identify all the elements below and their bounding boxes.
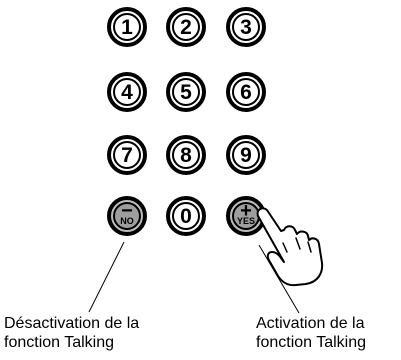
key-3-label: 3: [240, 15, 252, 39]
key-2-label: 2: [180, 15, 192, 39]
caption-deactivate: Désactivation de la fonction Talking: [4, 315, 140, 351]
yes-key-label: YES: [236, 216, 255, 226]
key-1: 1: [107, 7, 147, 47]
key-2: 2: [166, 7, 206, 47]
key-8-label: 8: [180, 143, 192, 167]
yes-key: + YES: [226, 196, 266, 236]
caption-activate: Activation de la fonction Talking: [256, 315, 366, 351]
key-6: 6: [226, 72, 266, 112]
minus-icon: −: [121, 200, 133, 222]
key-4: 4: [107, 72, 147, 112]
hand-pointer-icon: [256, 207, 324, 287]
key-0: 0: [166, 196, 206, 236]
key-8: 8: [166, 135, 206, 175]
no-key: − NO: [107, 196, 147, 236]
leader-line-left: [88, 241, 125, 313]
key-9-label: 9: [240, 143, 252, 167]
plus-icon: +: [240, 200, 252, 222]
key-0-label: 0: [180, 204, 192, 228]
no-key-label: NO: [120, 216, 134, 226]
key-5: 5: [166, 72, 206, 112]
key-3: 3: [226, 7, 266, 47]
key-7: 7: [107, 135, 147, 175]
key-5-label: 5: [180, 80, 192, 104]
key-9: 9: [226, 135, 266, 175]
key-6-label: 6: [240, 80, 252, 104]
key-7-label: 7: [121, 143, 133, 167]
key-4-label: 4: [121, 80, 133, 104]
key-1-label: 1: [121, 15, 133, 39]
